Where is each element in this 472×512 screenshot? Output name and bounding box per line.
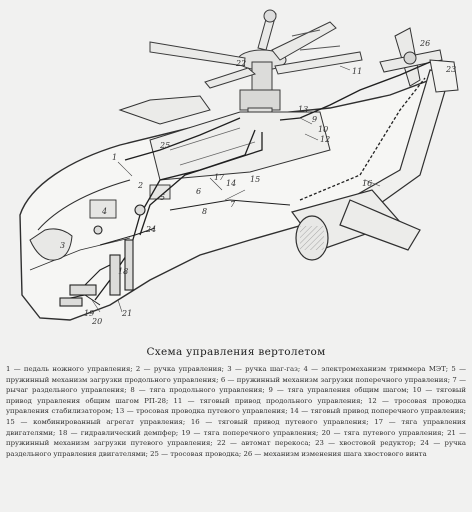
callout-12: 12 — [320, 135, 330, 144]
callout-17: 17 — [214, 173, 225, 182]
legend-text: 1 — педаль ножного управления; 2 — ручка… — [6, 365, 466, 458]
callout-14: 14 — [226, 179, 236, 188]
callout-26: 26 — [419, 39, 430, 48]
callout-20: 20 — [91, 317, 102, 326]
tail-rotor — [379, 27, 459, 93]
figure-legend: 1 — педаль ножного управления; 2 — ручка… — [6, 364, 466, 508]
engine-cowling — [118, 95, 331, 181]
callout-15: 15 — [250, 175, 260, 184]
main-rotor — [149, 9, 363, 93]
callout-13: 13 — [298, 105, 308, 114]
callout-5: 5 — [160, 193, 165, 202]
callout-6: 6 — [196, 187, 201, 196]
callout-1: 1 — [112, 153, 117, 162]
callout-21: 21 — [121, 309, 132, 318]
callout-25: 25 — [159, 141, 170, 150]
tail-boom — [290, 69, 451, 261]
callout-10: 10 — [318, 125, 328, 134]
callout-11: 11 — [352, 67, 362, 76]
callout-7: 7 — [230, 200, 236, 209]
callout-18: 18 — [118, 267, 128, 276]
callout-22: 22 — [235, 59, 246, 68]
helicopter-control-diagram: 1 2 3 4 5 6 7 8 9 10 11 12 13 14 15 16 1… — [19, 9, 459, 326]
callout-3: 3 — [60, 241, 65, 250]
callout-9: 9 — [312, 115, 317, 124]
callout-23: 23 — [445, 65, 456, 74]
callout-2: 2 — [137, 181, 143, 190]
callout-leaders — [91, 65, 381, 313]
callout-8: 8 — [202, 207, 207, 216]
callout-19: 19 — [84, 309, 94, 318]
figure-caption: Схема управления вертолетом — [146, 346, 326, 358]
callout-24: 24 — [145, 225, 156, 234]
callout-4: 4 — [101, 207, 107, 216]
cockpit-controls — [59, 204, 146, 307]
callout-labels: 1 2 3 4 5 6 7 8 9 10 11 12 13 14 15 16 1… — [60, 39, 456, 326]
callout-16: 16 — [362, 179, 372, 188]
